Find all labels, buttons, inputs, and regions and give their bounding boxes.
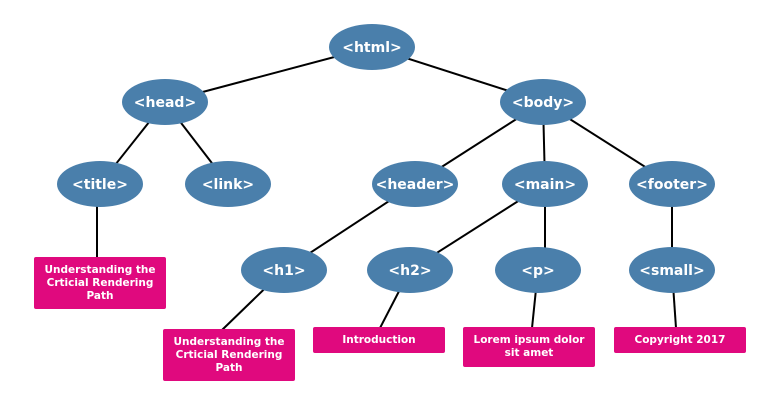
leaf-h1-text: Understanding the Crticial Rendering Pat… bbox=[163, 329, 295, 381]
node-head-label: <head> bbox=[134, 95, 196, 111]
node-h2-label: <h2> bbox=[388, 263, 431, 279]
node-link: <link> bbox=[185, 161, 271, 207]
node-html: <html> bbox=[329, 24, 415, 70]
node-header-label: <header> bbox=[376, 177, 455, 193]
node-h1: <h1> bbox=[241, 247, 327, 293]
node-small: <small> bbox=[629, 247, 715, 293]
node-body: <body> bbox=[500, 79, 586, 125]
node-footer: <footer> bbox=[629, 161, 715, 207]
node-title: <title> bbox=[57, 161, 143, 207]
node-small-label: <small> bbox=[639, 263, 704, 279]
node-main: <main> bbox=[502, 161, 588, 207]
node-p: <p> bbox=[495, 247, 581, 293]
leaf-small-text: Copyright 2017 bbox=[614, 327, 746, 353]
node-h2: <h2> bbox=[367, 247, 453, 293]
node-body-label: <body> bbox=[512, 95, 574, 111]
node-title-label: <title> bbox=[72, 177, 128, 193]
node-p-label: <p> bbox=[521, 263, 554, 279]
leaf-p-text: Lorem ipsum dolor sit amet bbox=[463, 327, 595, 367]
node-link-label: <link> bbox=[202, 177, 254, 193]
node-header: <header> bbox=[372, 161, 458, 207]
node-html-label: <html> bbox=[342, 40, 402, 56]
node-footer-label: <footer> bbox=[636, 177, 708, 193]
node-h1-label: <h1> bbox=[262, 263, 305, 279]
node-main-label: <main> bbox=[514, 177, 576, 193]
leaf-title-text: Understanding the Crticial Rendering Pat… bbox=[34, 257, 166, 309]
node-head: <head> bbox=[122, 79, 208, 125]
leaf-h2-text: Introduction bbox=[313, 327, 445, 353]
